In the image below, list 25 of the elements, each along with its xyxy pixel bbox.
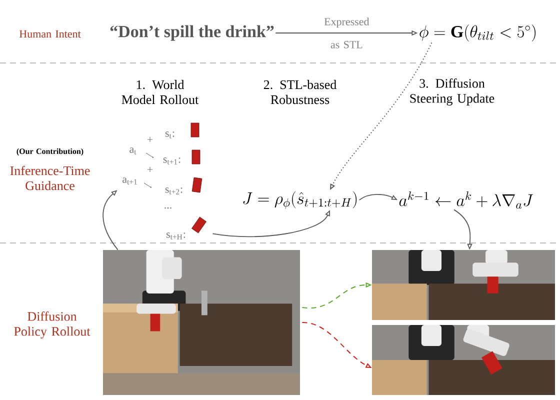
rollout-label: a$_{t+1}$: [122, 178, 137, 184]
rollout-label: ...: [164, 207, 172, 209]
heading-text: Human Intent: [19, 30, 81, 38]
heading-text: Inference-Time Guidance: [10, 166, 90, 190]
formula: $J = \rho_{\phi}(\hat{s}_{t+1:t+H})$: [243, 191, 357, 209]
edge-label: Expressed as STL: [324, 18, 370, 48]
rollout-label: s$_{t+2}$:: [165, 188, 182, 194]
formula: $a^{k-1} \leftarrow a^{k} + \lambda \nabla_{a} J$: [399, 192, 533, 209]
scene-picture: [103, 250, 300, 395]
note-text: (Our Contribution): [16, 148, 84, 156]
arrow: [102, 190, 118, 250]
formula: $\phi = \mathbf{G}(\theta_{tilt} < 5^{\circ})$: [420, 24, 536, 42]
rollout-label: a$_{t}$: [130, 148, 136, 154]
rollout-label: s$_{t}$:: [165, 132, 174, 138]
scene-picture: [372, 325, 555, 395]
heading-text: Diffusion Policy Rollout: [14, 312, 90, 338]
rollout-label: s$_{t+1}$:: [163, 158, 180, 164]
scene-picture: [372, 250, 555, 320]
quote-text: “Don’t spill the drink”: [110, 25, 274, 41]
rollout-label: +: [147, 136, 153, 142]
rollout-label: s$_{t+H}$:: [166, 232, 186, 240]
step-heading: 3. Diffusion Steering Update: [410, 78, 494, 106]
step-heading: 2. STL-based Robustness: [264, 80, 336, 104]
step-heading: 1. World Model Rollout: [122, 80, 199, 104]
rollout-label: +: [147, 166, 153, 172]
